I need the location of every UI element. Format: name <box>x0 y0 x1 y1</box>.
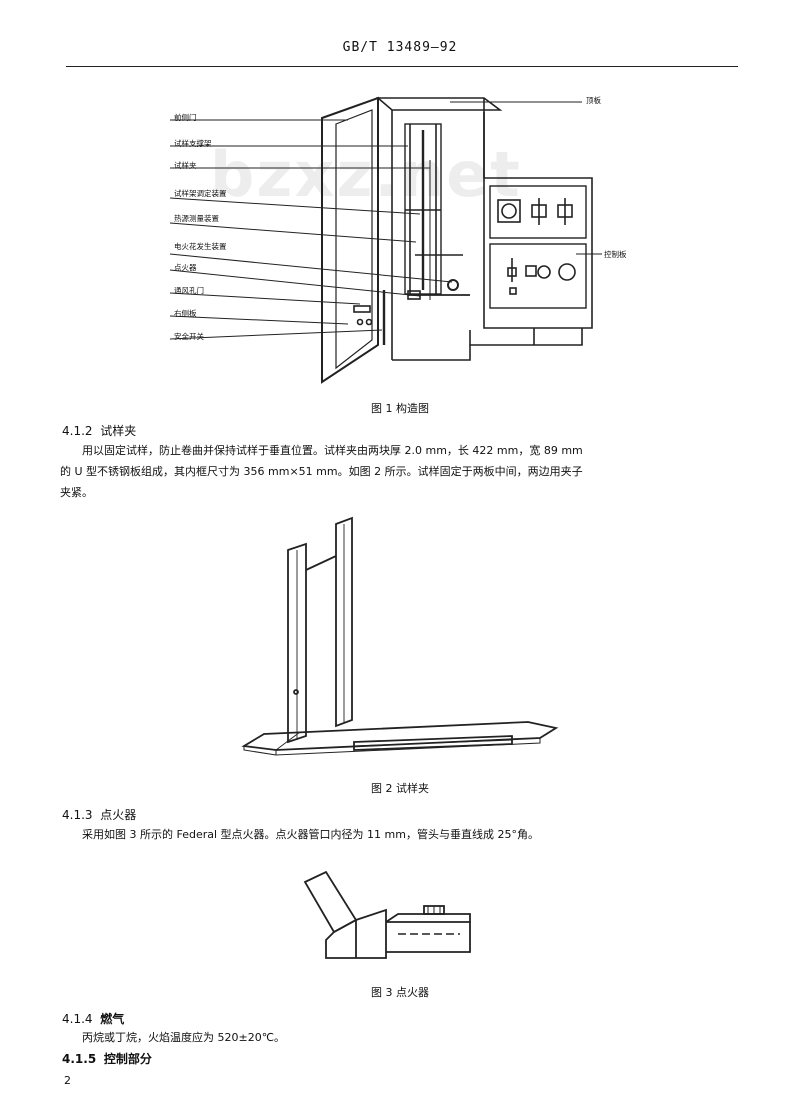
section-4-1-3-body: 采用如图 3 所示的 Federal 型点火器。点火器管口内径为 11 mm，管… <box>60 824 750 845</box>
figure-1-drawing <box>169 96 602 384</box>
figure-2-caption: 图 2 试样夹 <box>371 782 429 795</box>
figure-2-drawing <box>241 516 559 756</box>
paragraph-line: 的 U 型不锈钢板组成，其内框尺寸为 356 mm×51 mm。如图 2 所示。… <box>60 465 583 478</box>
label-vent-door: 通风孔门 <box>174 286 204 295</box>
section-number: 4.1.4 <box>62 1012 93 1026</box>
section-title: 试样夹 <box>100 424 137 438</box>
label-holder-adjust: 试样架调定装置 <box>174 189 227 198</box>
figure-3-drawing <box>303 870 471 959</box>
figure-1-caption: 图 1 构造图 <box>371 402 429 415</box>
section-number: 4.1.3 <box>62 808 93 822</box>
section-title: 燃气 <box>100 1012 125 1026</box>
page-header: GB/T 13489—92 <box>342 40 458 55</box>
figure-1: 前侧门 试样支撑架 试样夹 试样架调定装置 热源测量装置 电火花发生装置 点火器… <box>0 0 800 415</box>
watermark: bzxz.net <box>210 138 522 211</box>
section-4-1-3-heading: 4.1.3 点火器 <box>62 806 136 823</box>
label-heat-measure: 热源测量装置 <box>174 214 219 223</box>
section-4-1-2-heading: 4.1.2 试样夹 <box>62 422 136 439</box>
paragraph-line: 采用如图 3 所示的 Federal 型点火器。点火器管口内径为 11 mm，管… <box>82 828 539 841</box>
label-front-door: 前侧门 <box>174 113 197 122</box>
section-4-1-2-body: 用以固定试样，防止卷曲并保持试样于垂直位置。试样夹由两块厚 2.0 mm，长 4… <box>60 440 750 503</box>
label-control-panel: 控制板 <box>604 250 627 259</box>
section-title: 点火器 <box>100 808 137 822</box>
label-top-panel: 顶板 <box>586 96 601 105</box>
label-right-panel: 右侧板 <box>174 309 197 318</box>
label-igniter: 点火器 <box>174 263 197 272</box>
section-4-1-4-body: 丙烷或丁烷，火焰温度应为 520±20℃。 <box>60 1027 750 1048</box>
label-specimen-support: 试样支撑架 <box>174 139 212 148</box>
header-rule <box>66 66 738 67</box>
paragraph-line: 用以固定试样，防止卷曲并保持试样于垂直位置。试样夹由两块厚 2.0 mm，长 4… <box>82 444 583 457</box>
paragraph-line: 夹紧。 <box>60 486 93 499</box>
figure-3-caption: 图 3 点火器 <box>371 986 429 999</box>
label-safety-switch: 安全开关 <box>174 332 204 341</box>
paragraph-line: 丙烷或丁烷，火焰温度应为 520±20℃。 <box>82 1031 286 1044</box>
section-number: 4.1.2 <box>62 424 93 438</box>
page-number: 2 <box>64 1074 71 1087</box>
label-spark-generator: 电火花发生装置 <box>174 242 227 251</box>
label-specimen-holder: 试样夹 <box>174 161 197 170</box>
section-number: 4.1.5 <box>62 1052 97 1066</box>
section-4-1-4-heading: 4.1.4 燃气 <box>62 1010 124 1027</box>
section-4-1-5-heading: 4.1.5 控制部分 <box>62 1050 152 1067</box>
section-title: 控制部分 <box>103 1052 152 1066</box>
